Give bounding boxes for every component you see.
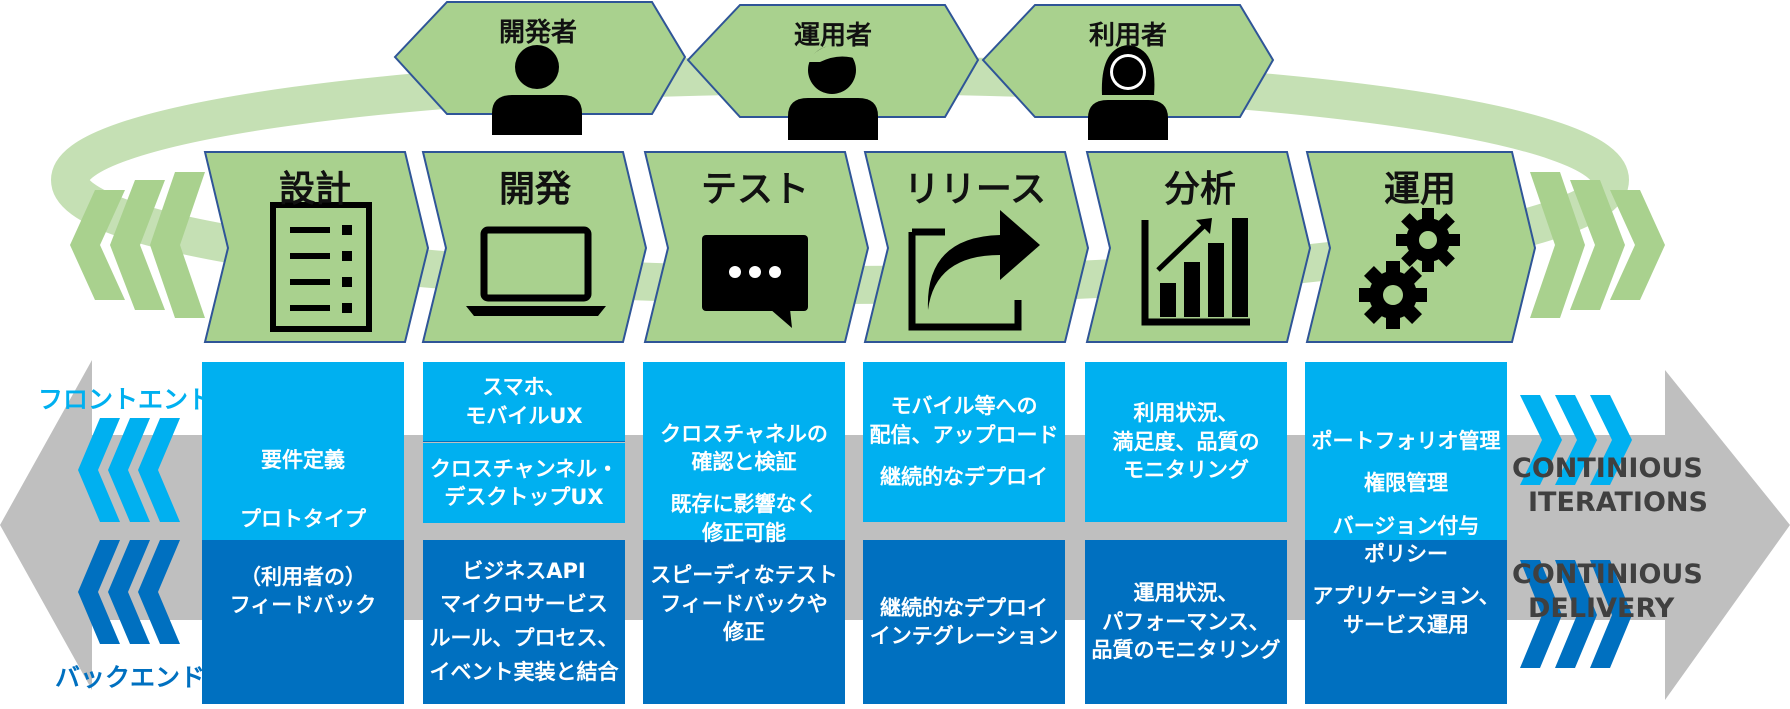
stage-label-design: 設計 [278, 169, 351, 210]
release-backend-box: 継続的なデプロイ インテグレーション [863, 540, 1065, 704]
design-text: （利用者の） [240, 565, 366, 589]
right-cycle-chevrons [1530, 172, 1665, 318]
operation-column-box: ポートフォリオ管理 権限管理 バージョン付与 ポリシー アプリケーション、 サー… [1305, 362, 1507, 704]
stage-label-analysis: 分析 [1163, 169, 1236, 210]
test-text: 確認と検証 [691, 450, 797, 475]
operation-text: バージョン付与 [1332, 513, 1480, 538]
analysis-text: 利用状況、 [1133, 401, 1239, 426]
operation-text: サービス運用 [1343, 612, 1469, 637]
develop-text: ビジネスAPI [462, 558, 586, 583]
develop-mobile-box: スマホ、 モバイルUX [423, 362, 625, 442]
role-label-developer: 開発者 [498, 18, 577, 48]
test-text: フィードバックや [660, 591, 828, 616]
develop-text: クロスチャンネル・ [429, 456, 619, 481]
design-text: 要件定義 [261, 448, 345, 473]
delivery-line: DELIVERY [1528, 593, 1675, 624]
frontend-right-chevrons [1520, 395, 1632, 485]
release-text: 配信、アップロード [869, 422, 1059, 447]
develop-text: イベント実装と結合 [429, 659, 619, 684]
role-hexagon-developer [393, 0, 687, 135]
stage-chevron-operation [1305, 151, 1537, 343]
analysis-text: 運用状況、 [1133, 581, 1239, 606]
stage-label-develop: 開発 [498, 169, 571, 210]
release-text: モバイル等への [890, 394, 1038, 419]
iterations-line: ITERATIONS [1528, 487, 1708, 518]
operation-text: ポリシー [1364, 542, 1448, 566]
develop-desktop-box: クロスチャンネル・ デスクトップUX [423, 443, 625, 523]
operation-text: 権限管理 [1364, 471, 1448, 496]
stage-chevron-design [203, 151, 430, 343]
analysis-text: パフォーマンス、 [1102, 609, 1270, 634]
stage-chevron-test [643, 151, 870, 343]
design-column-box: 要件定義 プロトタイプ （利用者の） フィードバック [202, 362, 404, 704]
develop-text: デスクトップUX [444, 485, 604, 509]
role-label-user: 利用者 [1088, 21, 1167, 51]
delivery-line: CONTINIOUS [1512, 559, 1703, 590]
develop-text: マイクロサービス [440, 592, 608, 617]
left-cycle-chevrons [70, 172, 205, 318]
continuous-iterations-label: CONTINIOUS ITERATIONS [1512, 452, 1708, 520]
backend-lane-chevrons [78, 540, 180, 644]
release-text: インテグレーション [869, 624, 1059, 648]
test-text: クロスチャネルの [660, 421, 828, 446]
analysis-frontend-box: 利用状況、 満足度、品質の モニタリング [1085, 362, 1287, 522]
develop-backend-box: ビジネスAPI マイクロサービス ルール、プロセス、 イベント実装と結合 [423, 540, 625, 704]
analysis-text: 品質のモニタリング [1091, 638, 1281, 663]
stage-chevron-analysis [1085, 151, 1312, 343]
test-text: 修正 [723, 619, 765, 644]
stage-chevron-develop [421, 151, 648, 343]
stage-chevron-release [863, 151, 1090, 343]
design-text: プロトタイプ [240, 506, 366, 531]
role-hexagon-user [981, 4, 1275, 140]
role-hexagon-operator [686, 4, 980, 140]
test-column-box: クロスチャネルの 確認と検証 既存に影響なく 修正可能 スピーディなテスト フィ… [643, 362, 845, 704]
frontend-lane-label: フロントエンド [38, 385, 214, 414]
release-text: 継続的なデプロイ [880, 595, 1048, 620]
analysis-text: モニタリング [1123, 458, 1249, 483]
stage-label-release: リリース [903, 169, 1047, 210]
stage-label-test: テスト [700, 169, 809, 210]
gear-icon [1359, 261, 1427, 329]
continuous-delivery-label: CONTINIOUS DELIVERY [1512, 558, 1703, 626]
test-text: 修正可能 [702, 520, 786, 545]
analysis-backend-box: 運用状況、 パフォーマンス、 品質のモニタリング [1085, 540, 1287, 704]
test-text: スピーディなテスト [650, 563, 838, 588]
gear-icon [1396, 208, 1460, 272]
develop-text: スマホ、 [482, 375, 566, 400]
develop-text: ルール、プロセス、 [429, 626, 619, 650]
analysis-text: 満足度、品質の [1112, 429, 1260, 454]
test-text: 既存に影響なく [670, 492, 818, 517]
iterations-line: CONTINIOUS [1512, 453, 1703, 484]
stage-label-operation: 運用 [1383, 169, 1456, 210]
release-text: 継続的なデプロイ [880, 465, 1048, 490]
frontend-lane-chevrons [78, 418, 180, 522]
operation-text: ポートフォリオ管理 [1311, 428, 1501, 453]
develop-text: モバイルUX [465, 403, 583, 428]
design-text: フィードバック [229, 593, 377, 618]
backend-right-chevrons [1520, 560, 1632, 668]
role-label-operator: 運用者 [793, 21, 872, 51]
release-frontend-box: モバイル等への 配信、アップロード 継続的なデプロイ [863, 362, 1065, 522]
operation-text: アプリケーション、 [1312, 584, 1500, 609]
backend-lane-label: バックエンド [55, 663, 206, 692]
